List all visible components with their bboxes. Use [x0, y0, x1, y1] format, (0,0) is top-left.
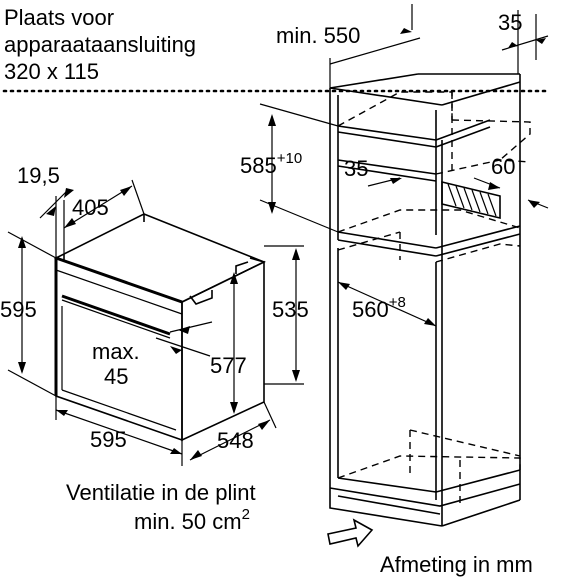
connection-note-line3: 320 x 115	[4, 59, 99, 84]
body-depth-dimension-line	[189, 419, 271, 461]
body-height-label: 535	[272, 297, 309, 322]
oven-door-handle	[61, 294, 171, 336]
niche-width-dimension-line	[337, 281, 437, 327]
body-depth-label: 548	[217, 428, 254, 453]
niche-height-label: 585+10	[240, 150, 302, 178]
cabinet	[329, 73, 531, 527]
door-angle-label-line1: max.	[92, 339, 140, 364]
door-angle-dimension-line	[155, 337, 211, 357]
front-width-label: 595	[90, 427, 127, 452]
top-depth-dimension-line	[63, 185, 133, 229]
ventilation-arrow-icon	[327, 518, 374, 548]
front-height-label: 595	[0, 297, 37, 322]
connection-note-line1: Plaats voor	[4, 5, 114, 30]
recess-60-label: 60	[491, 154, 515, 179]
top-depth-label: 405	[72, 195, 109, 220]
door-angle-label-line2: 45	[104, 364, 128, 389]
panel-thickness-label: 19,5	[17, 163, 60, 188]
ventilation-line1: Ventilatie in de plint	[66, 480, 256, 505]
cabinet-depth-gap-label: 35	[498, 10, 522, 35]
unit-note: Afmeting in mm	[380, 552, 533, 577]
min-550-dimension-line	[329, 37, 421, 65]
ventilation-line2: min. 50 cm2	[134, 506, 250, 534]
niche-fit-height-label: 577	[210, 353, 247, 378]
min-550-arrow	[400, 28, 412, 34]
niche-width-label: 560+8	[352, 294, 406, 322]
cabinet-min-width-label: min. 550	[276, 23, 360, 48]
front-width-dimension-line	[55, 409, 183, 455]
connection-note-line2: apparaataansluiting	[4, 32, 196, 57]
panel-thickness-dimension-line	[39, 191, 67, 219]
